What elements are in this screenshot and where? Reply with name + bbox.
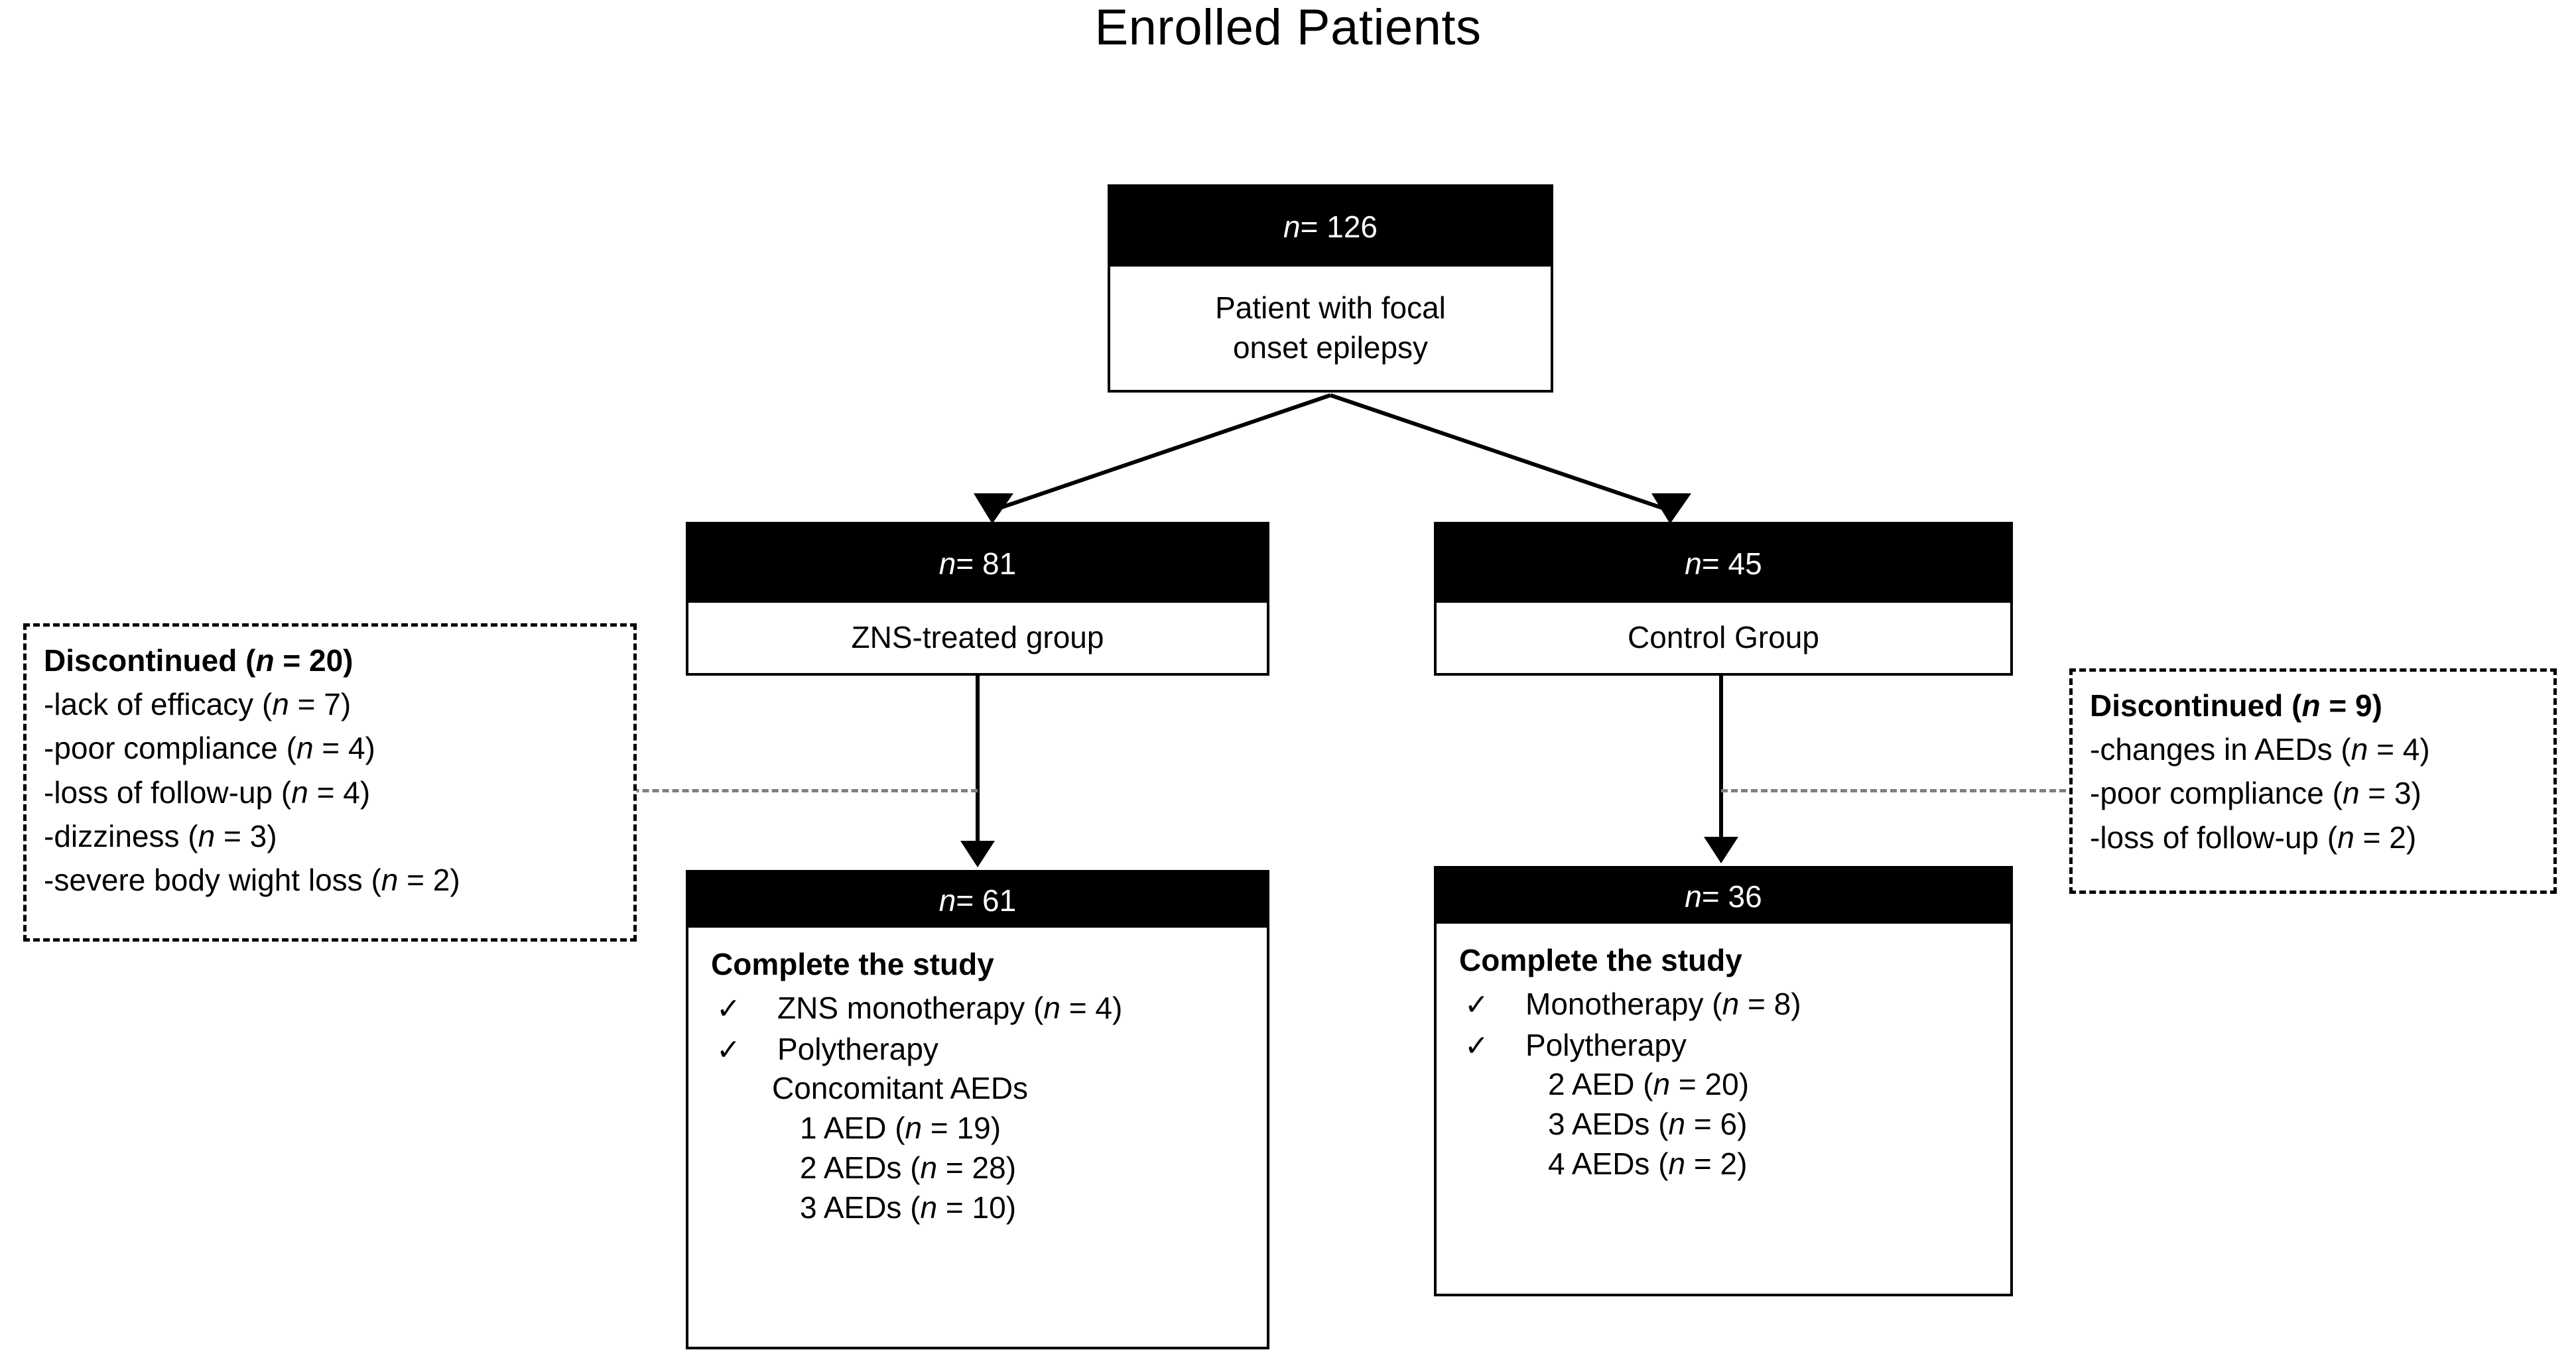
arrow-zns-to-complete <box>960 841 995 867</box>
discontinued-left-reason-2: -poor compliance (n = 4) <box>44 731 375 766</box>
zns-complete-row-2aeds: 2 AEDs (n = 28) <box>800 1150 1017 1185</box>
control-complete-row-3aeds: 3 AEDs (n = 6) <box>1548 1107 1748 1142</box>
discontinued-right-title: Discontinued (n = 9) <box>2090 688 2382 723</box>
node-zns-complete-box: n = 61 Complete the study ✓ ZNS monother… <box>686 870 1269 1349</box>
control-complete-row-2aed: 2 AED (n = 20) <box>1548 1067 1750 1102</box>
zns-complete-polytherapy-label: Polytherapy <box>777 1031 938 1066</box>
n-symbol: n <box>938 883 956 918</box>
node-control-count: = 45 <box>1701 546 1762 581</box>
node-control-box: n = 45 Control Group <box>1434 522 2013 676</box>
discontinued-right-box: Discontinued (n = 9) -changes in AEDs (n… <box>2069 668 2557 894</box>
node-enrolled-count: = 126 <box>1300 210 1378 244</box>
node-control-complete-header: n = 36 <box>1437 869 2010 924</box>
node-control-complete-body: Complete the study ✓ Monotherapy (n = 8)… <box>1437 924 2010 1184</box>
discontinued-left-reason-1: -lack of efficacy (n = 7) <box>44 687 352 722</box>
node-control-complete-count: = 36 <box>1701 879 1762 914</box>
zns-complete-monotherapy-label: ZNS monotherapy (n = 4) <box>777 990 1123 1025</box>
n-symbol: n <box>938 546 956 581</box>
zns-complete-concomitant-label: Concomitant AEDs <box>772 1071 1029 1106</box>
arrow-control-to-complete <box>1704 837 1738 863</box>
n-symbol: n <box>1685 546 1702 581</box>
n-symbol: n <box>1283 210 1301 244</box>
node-enrolled-body: Patient with focal onset epilepsy <box>1110 267 1551 390</box>
check-icon: ✓ <box>1464 988 1489 1021</box>
control-complete-row-4aeds: 4 AEDs (n = 2) <box>1548 1146 1748 1181</box>
node-enrolled-body-line1: Patient with focal <box>1215 290 1446 326</box>
check-icon: ✓ <box>716 992 741 1025</box>
control-complete-item-monotherapy: ✓ Monotherapy (n = 8) <box>1459 985 2010 1024</box>
discontinued-left-box: Discontinued (n = 20) -lack of efficacy … <box>23 623 637 942</box>
node-zns-body: ZNS-treated group <box>688 603 1267 673</box>
discontinued-right-reason-3: -loss of follow-up (n = 2) <box>2090 820 2417 855</box>
zns-complete-item-polytherapy: ✓ Polytherapy <box>711 1030 1267 1070</box>
node-zns-count: = 81 <box>956 546 1017 581</box>
node-control-complete-box: n = 36 Complete the study ✓ Monotherapy … <box>1434 866 2013 1296</box>
zns-complete-row-3aeds: 3 AEDs (n = 10) <box>800 1190 1017 1225</box>
n-symbol: n <box>1685 879 1702 914</box>
discontinued-right-reason-2: -poor compliance (n = 3) <box>2090 776 2421 811</box>
zns-complete-row-1aed: 1 AED (n = 19) <box>800 1111 1001 1146</box>
node-zns-complete-body: Complete the study ✓ ZNS monotherapy (n … <box>688 928 1267 1228</box>
discontinued-left-reason-4: -dizziness (n = 3) <box>44 818 277 853</box>
connector-control-to-complete <box>1719 676 1723 839</box>
control-complete-polytherapy-label: Polytherapy <box>1525 1027 1687 1062</box>
control-complete-monotherapy-label: Monotherapy (n = 8) <box>1525 986 1801 1021</box>
node-control-body: Control Group <box>1437 603 2010 673</box>
discontinued-left-title: Discontinued (n = 20) <box>44 643 354 678</box>
node-zns-complete-count: = 61 <box>956 883 1017 918</box>
control-complete-item-polytherapy: ✓ Polytherapy <box>1459 1026 2010 1066</box>
check-icon: ✓ <box>716 1033 741 1066</box>
check-icon: ✓ <box>1464 1029 1489 1062</box>
connector-zns-to-discontinued <box>304 789 978 792</box>
node-control-label: Control Group <box>1628 620 1819 655</box>
node-control-header: n = 45 <box>1437 525 2010 603</box>
control-complete-subtitle: Complete the study <box>1459 943 1742 977</box>
connector-zns-to-complete <box>976 676 980 843</box>
node-zns-label: ZNS-treated group <box>851 620 1104 655</box>
page-title: Enrolled Patients <box>1094 0 1482 56</box>
node-enrolled-body-line2: onset epilepsy <box>1232 330 1429 365</box>
node-enrolled-header: n = 126 <box>1110 187 1551 267</box>
node-zns-complete-header: n = 61 <box>688 873 1267 928</box>
discontinued-right-reason-1: -changes in AEDs (n = 4) <box>2090 732 2430 767</box>
discontinued-left-reason-3: -loss of follow-up (n = 4) <box>44 774 371 810</box>
node-zns-box: n = 81 ZNS-treated group <box>686 522 1269 676</box>
node-zns-header: n = 81 <box>688 525 1267 603</box>
zns-complete-item-monotherapy: ✓ ZNS monotherapy (n = 4) <box>711 989 1267 1028</box>
node-enrolled-box: n = 126 Patient with focal onset epileps… <box>1108 184 1553 393</box>
zns-complete-subtitle: Complete the study <box>711 947 994 981</box>
discontinued-left-reason-5: -severe body wight loss (n = 2) <box>44 863 460 898</box>
